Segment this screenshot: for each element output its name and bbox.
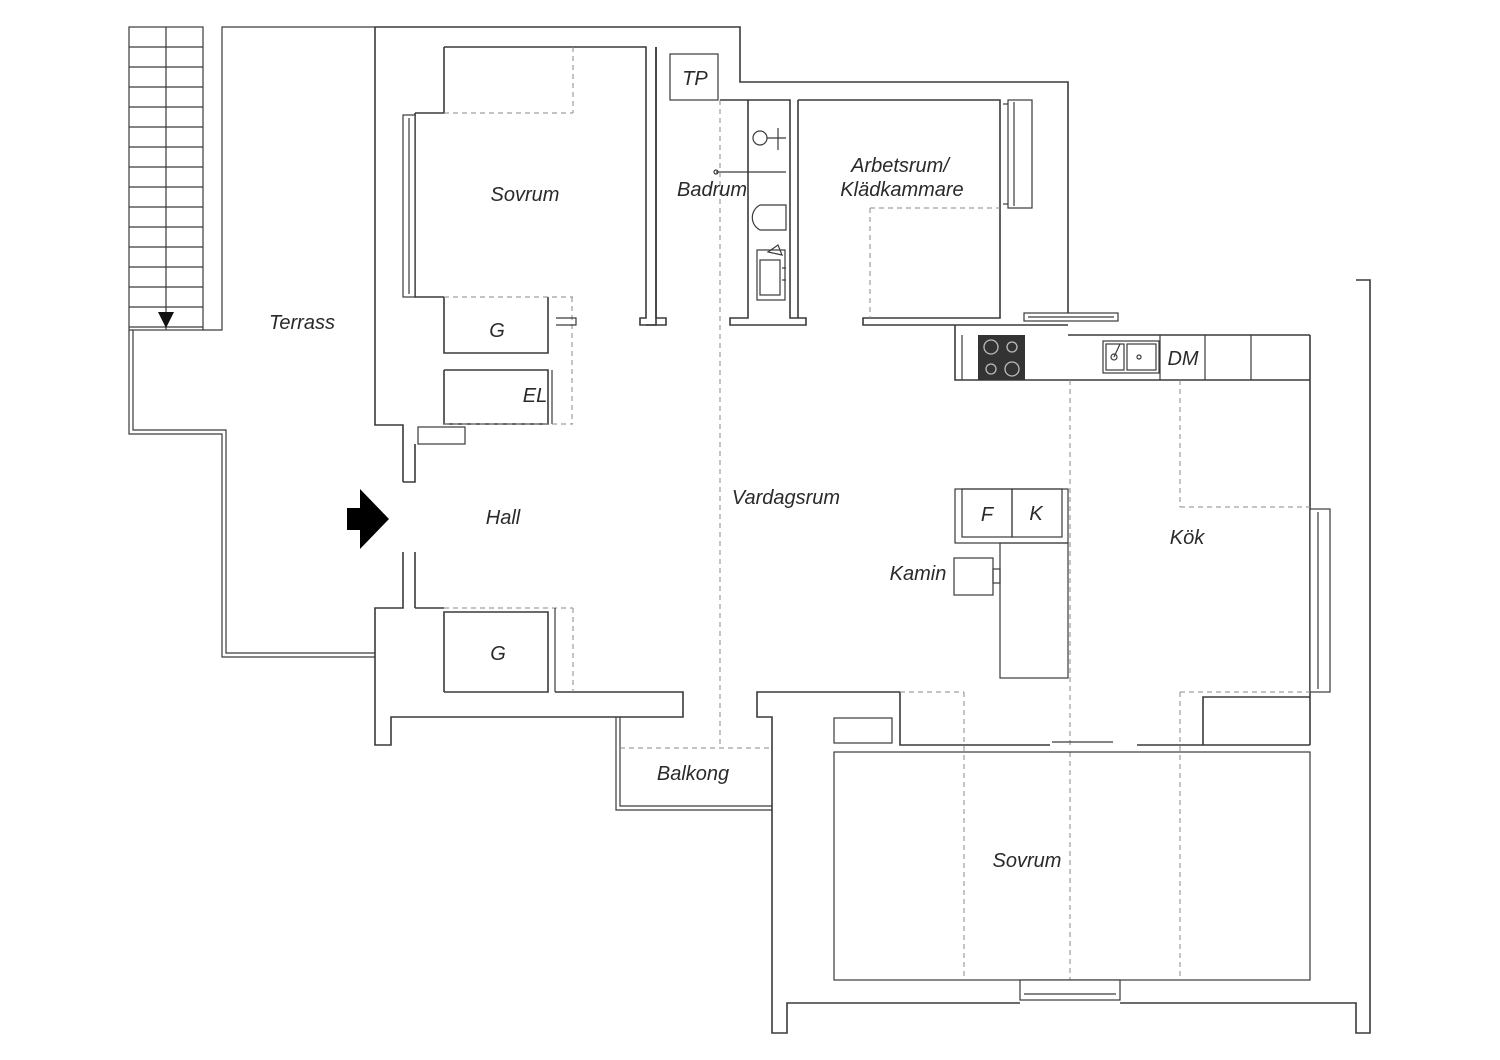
terrace-outline — [128, 26, 375, 658]
window-study — [1007, 99, 1033, 209]
shower-icon — [752, 128, 786, 150]
label-arbetsrum-line1: Arbetsrum/ — [850, 155, 951, 177]
label-tp: TP — [682, 68, 708, 90]
balcony-outline — [615, 717, 772, 811]
label-balkong: Balkong — [657, 763, 729, 785]
label-sovrum-top: Sovrum — [491, 184, 560, 206]
bathroom-walls — [646, 47, 807, 748]
label-g-bottom: G — [490, 643, 506, 665]
label-k: K — [1029, 503, 1044, 525]
washbasin-icon — [756, 244, 786, 301]
label-hall: Hall — [486, 507, 521, 529]
label-kok: Kök — [1170, 527, 1205, 549]
bedroom-bottom-walls — [833, 691, 1311, 1001]
toilet-icon — [751, 204, 787, 231]
label-badrum: Badrum — [677, 179, 747, 201]
label-kamin: Kamin — [890, 563, 947, 585]
outer-walls — [374, 26, 1371, 1034]
window-bedroom-bottom — [1019, 979, 1121, 1001]
label-arbetsrum-line2: Klädkammare — [840, 179, 963, 201]
label-terrass: Terrass — [269, 312, 335, 334]
study-walls — [797, 99, 1068, 326]
label-sovrum-bottom: Sovrum — [993, 850, 1062, 872]
bedroom-top-walls — [402, 46, 667, 326]
label-dm: DM — [1167, 348, 1198, 370]
closet-walls — [403, 296, 577, 693]
window-kitchen — [1309, 508, 1331, 693]
label-g-top: G — [489, 320, 505, 342]
label-el: EL — [523, 385, 547, 407]
room-labels: Terrass Sovrum Badrum TP Arbetsrum/ Kläd… — [269, 68, 1205, 872]
fireplace — [953, 557, 994, 596]
label-vardagsrum: Vardagsrum — [732, 487, 840, 509]
entrance-arrow-icon — [347, 489, 389, 549]
label-f: F — [981, 504, 995, 526]
kitchen-island — [953, 488, 1069, 679]
kitchen-sink-icon — [1102, 340, 1160, 374]
kitchen-counter — [954, 312, 1331, 745]
stairs — [128, 26, 204, 331]
stairs-down-arrow-icon — [158, 312, 174, 328]
